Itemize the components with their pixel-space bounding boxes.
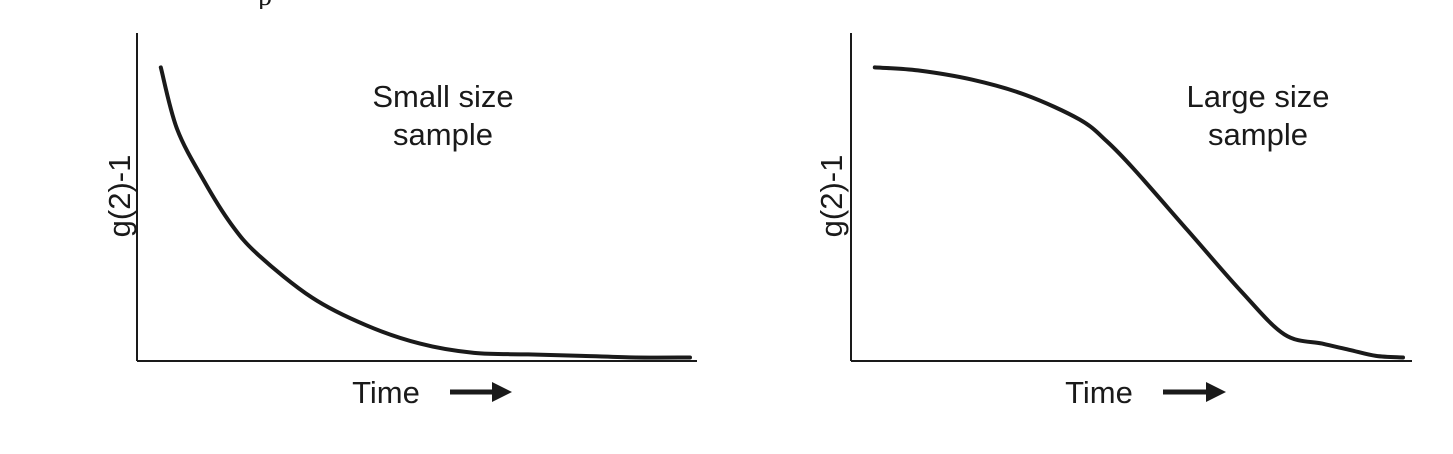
chart-2-annotation-line-2: sample bbox=[1208, 117, 1308, 152]
chart-1-annotation-line-1: Small size bbox=[372, 79, 513, 114]
chart-1-y-label: g(2)-1 bbox=[102, 155, 137, 238]
chart-1-series-1-line bbox=[158, 65, 692, 360]
chart-1-x-label: Time bbox=[352, 375, 420, 410]
chart-2-series-1-line bbox=[872, 65, 1405, 360]
chart-2-y-label: g(2)-1 bbox=[814, 155, 849, 238]
page-text-fragment: p bbox=[258, 0, 288, 9]
chart-2-x-arrow-head-icon bbox=[1206, 382, 1226, 402]
page-text-fragment-glyph: p bbox=[258, 0, 272, 9]
chart-1-annotation-line-2: sample bbox=[393, 117, 493, 152]
chart-2-annotation-line-1: Large size bbox=[1186, 79, 1329, 114]
chart-1-x-arrow-head-icon bbox=[492, 382, 512, 402]
chart-2-x-label: Time bbox=[1065, 375, 1133, 410]
